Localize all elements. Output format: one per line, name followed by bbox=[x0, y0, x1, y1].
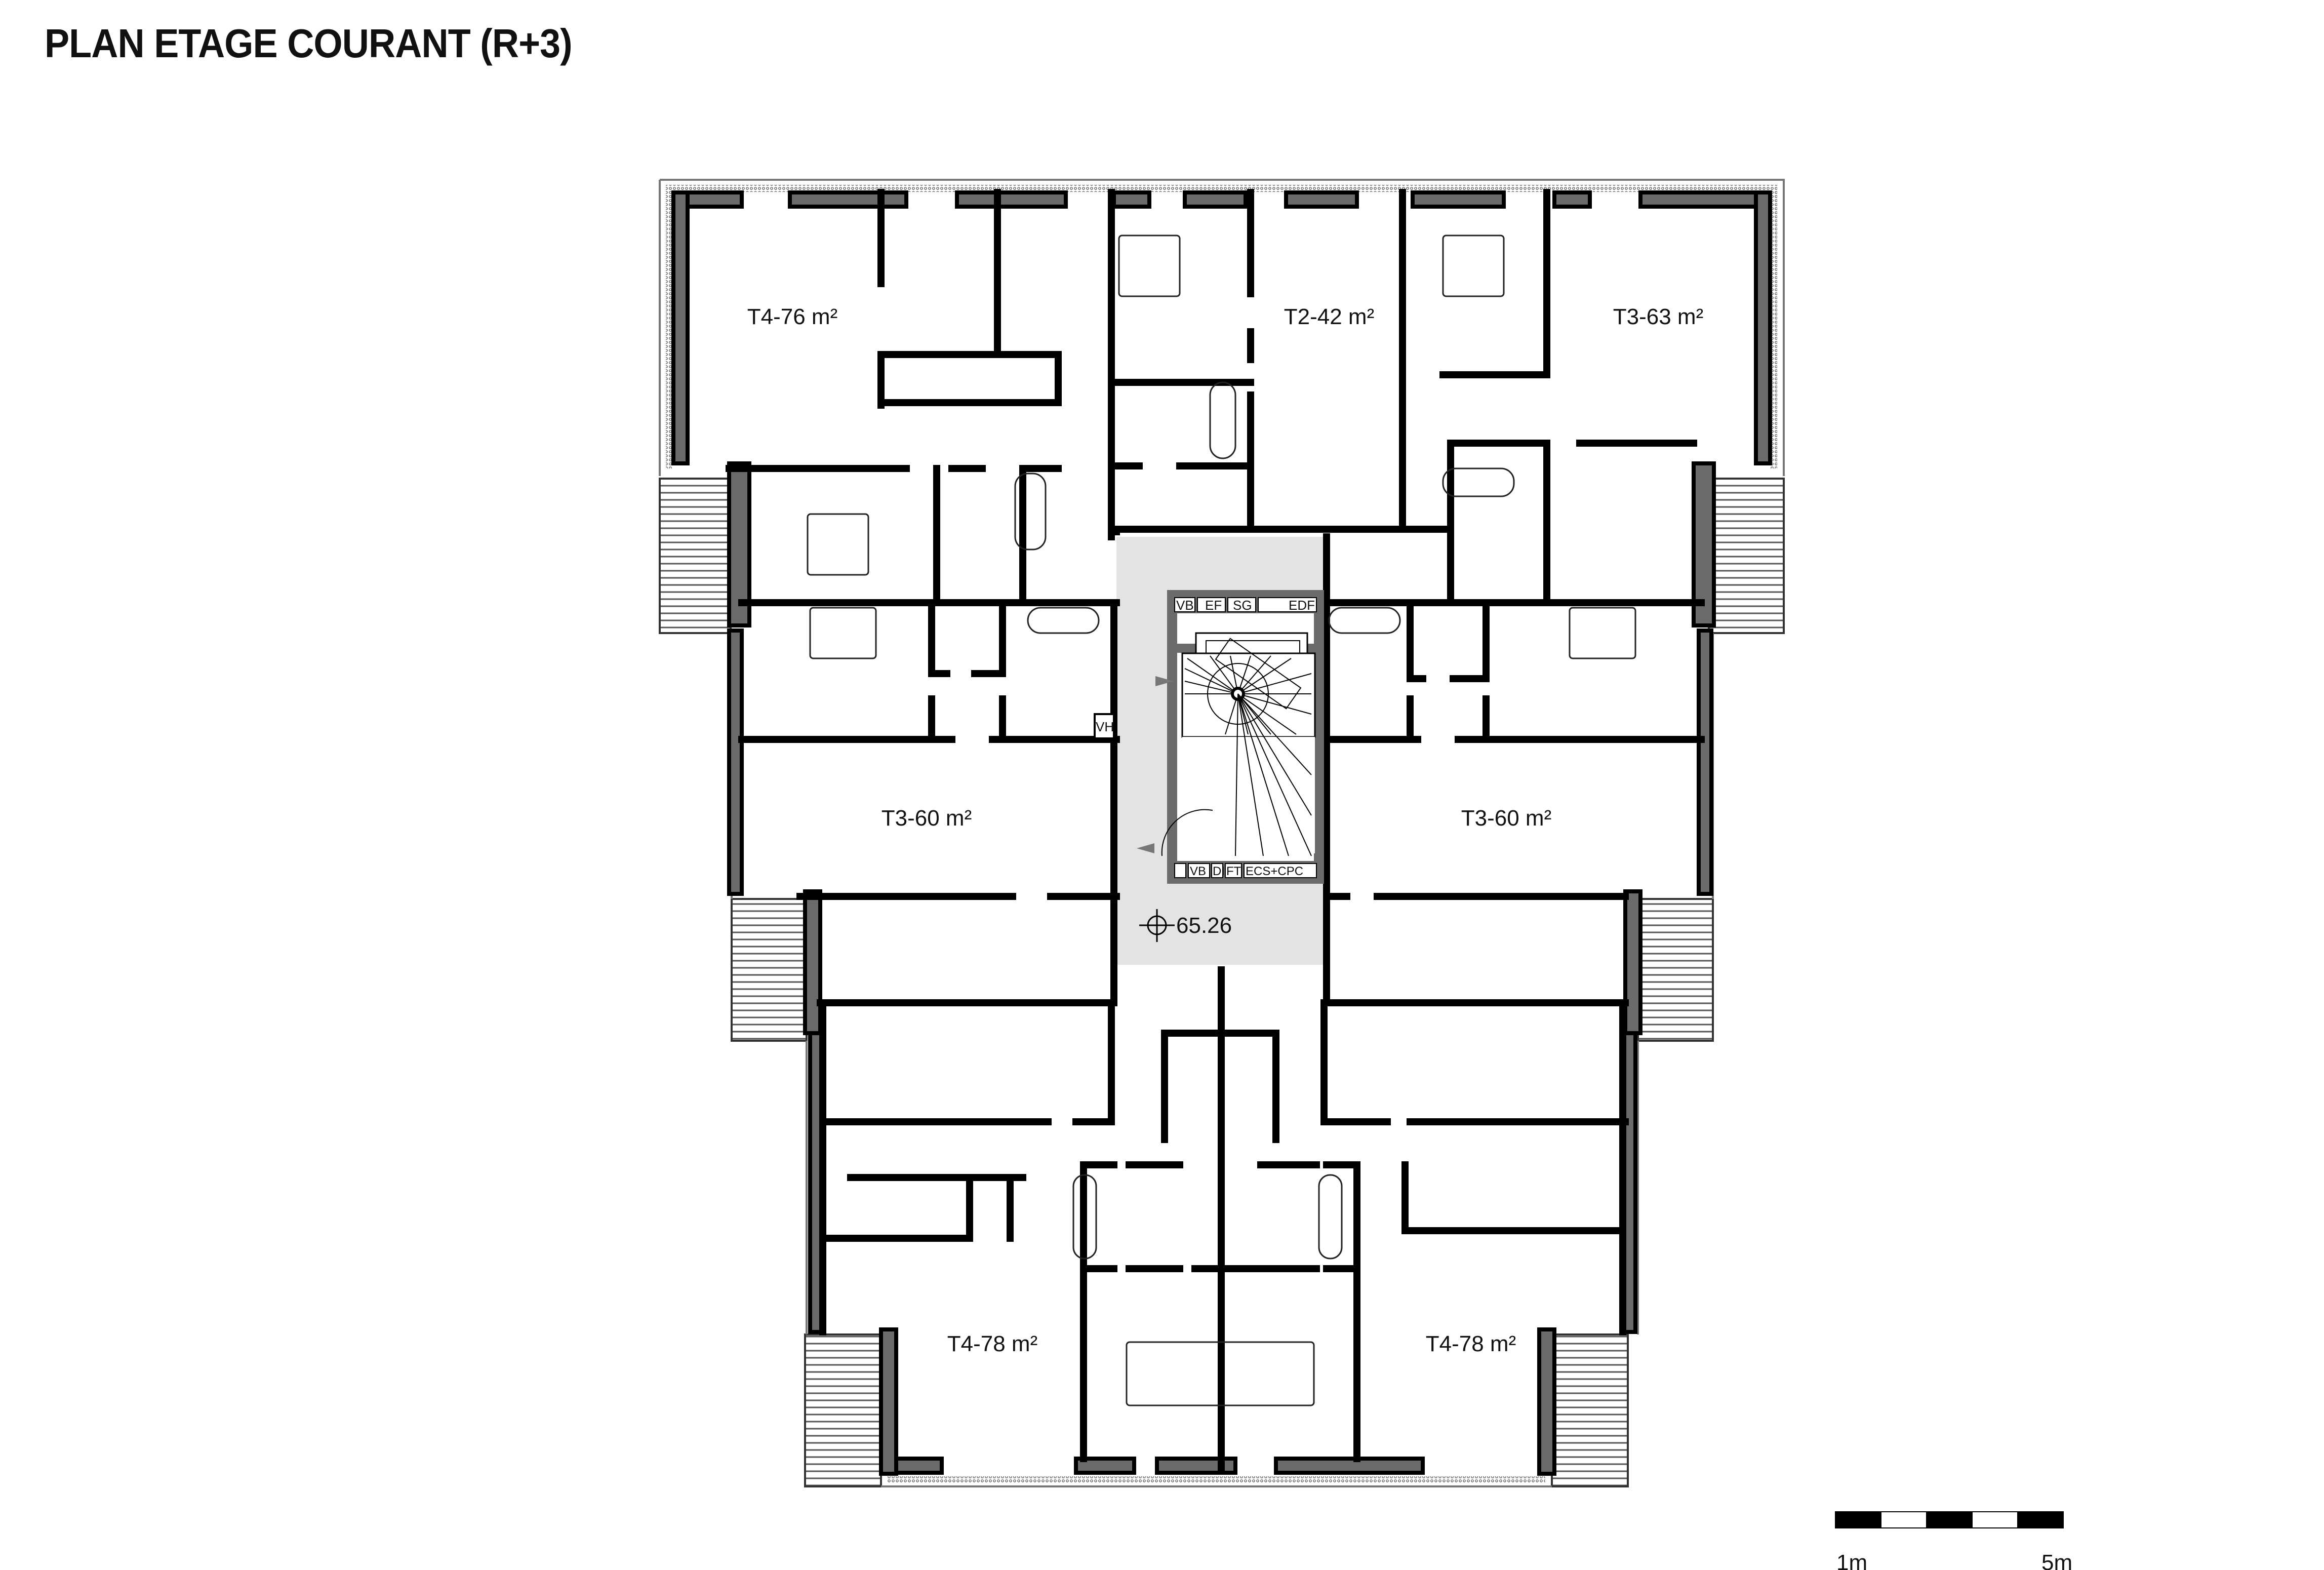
scale-bar bbox=[1835, 1511, 2064, 1528]
balcony-bottom-right bbox=[1551, 1333, 1629, 1487]
balcony-bottom-left bbox=[804, 1333, 882, 1487]
bathtub bbox=[1328, 607, 1401, 634]
bathtubs bbox=[1014, 381, 1515, 1260]
elevator-arrow-icon bbox=[1155, 676, 1174, 686]
level-marker bbox=[1139, 909, 1175, 942]
shaft-label-edf: EDF bbox=[1289, 598, 1315, 613]
shafts-bottom: VB DI FT ECS+CPC bbox=[1174, 863, 1317, 878]
stair-arrow-icon bbox=[1137, 843, 1154, 853]
shaft-label-ecs-cpc: ECS+CPC bbox=[1246, 865, 1303, 878]
shafts-top: VB EF SG EDF bbox=[1174, 597, 1317, 613]
balcony-top-right bbox=[1708, 478, 1785, 634]
shaft-label-vb-bottom: VB bbox=[1190, 865, 1206, 878]
level-marker-value: 65.26 bbox=[1176, 913, 1232, 938]
bathtub bbox=[1014, 473, 1047, 551]
unit-label-t3-60-left: T3-60 m² bbox=[881, 806, 972, 831]
bed bbox=[807, 513, 869, 576]
unit-label-t3-60-right: T3-60 m² bbox=[1461, 806, 1551, 831]
balcony-mid-right bbox=[1637, 898, 1714, 1042]
bathtub bbox=[1442, 467, 1515, 497]
shaft-label-sg: SG bbox=[1233, 598, 1252, 613]
unit-labels: T4-76 m² T2-42 m² T3-63 m² T3-60 m² T3-6… bbox=[747, 304, 1703, 1356]
shaft-label-di: DI bbox=[1213, 865, 1225, 878]
insulation bbox=[666, 185, 1777, 1483]
vh-shaft: VH bbox=[1094, 713, 1115, 739]
bathtub bbox=[1318, 1174, 1343, 1260]
scale-bar-start-label: 1m bbox=[1836, 1550, 1867, 1570]
scale-bar-end-label: 5m bbox=[2041, 1550, 2072, 1570]
shaft-label-vb-top: VB bbox=[1176, 598, 1194, 613]
interior-walls bbox=[726, 189, 1705, 1475]
exterior-walls bbox=[671, 190, 1772, 1476]
stair bbox=[1181, 652, 1316, 738]
vh-label: VH bbox=[1096, 719, 1114, 734]
unit-label-t2-42: T2-42 m² bbox=[1284, 304, 1374, 329]
shaft-label-ft: FT bbox=[1226, 865, 1241, 878]
bed bbox=[1569, 607, 1636, 659]
balcony-top-left bbox=[659, 478, 732, 634]
bed bbox=[1126, 1341, 1315, 1406]
shaft-label-ef: EF bbox=[1205, 598, 1222, 613]
beds bbox=[807, 234, 1636, 1406]
bathtub bbox=[1027, 607, 1100, 634]
balconies bbox=[659, 478, 1785, 1487]
balcony-mid-left bbox=[731, 898, 808, 1042]
bed bbox=[809, 607, 877, 659]
bathtub bbox=[1072, 1174, 1097, 1260]
bed bbox=[1118, 234, 1181, 297]
page-title: PLAN ETAGE COURANT (R+3) bbox=[45, 21, 573, 66]
bed bbox=[1442, 234, 1505, 297]
unit-label-t3-63: T3-63 m² bbox=[1613, 304, 1703, 329]
unit-label-t4-78-right: T4-78 m² bbox=[1426, 1331, 1516, 1356]
unit-label-t4-76: T4-76 m² bbox=[747, 304, 837, 329]
unit-label-t4-78-left: T4-78 m² bbox=[947, 1331, 1037, 1356]
bathtub bbox=[1209, 381, 1236, 459]
